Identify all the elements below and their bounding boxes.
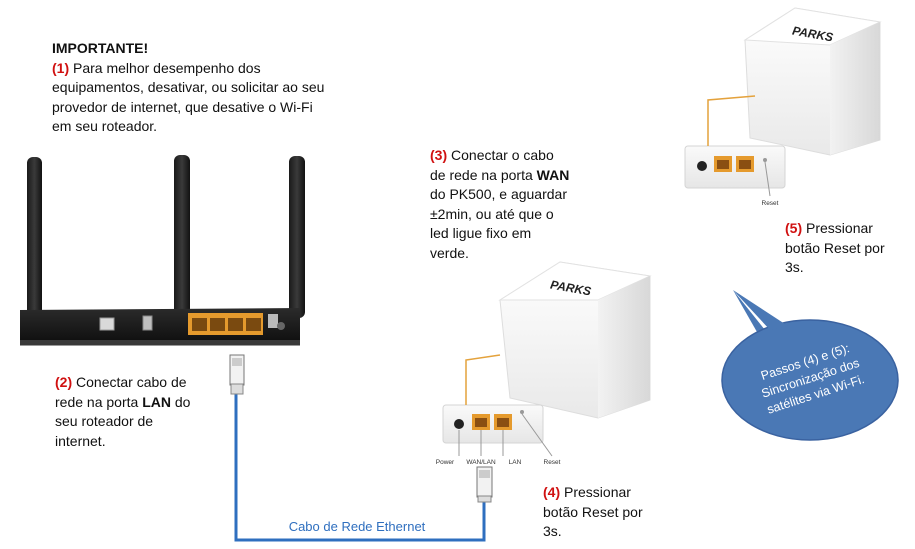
pk500-device-main: PARKS (498, 261, 652, 419)
ethernet-cable (229, 354, 493, 542)
sync-callout: Passos (4) e (5): Sincronização dos saté… (721, 290, 899, 441)
step4-text: (4) Pressionar botão Reset por 3s. (543, 483, 658, 542)
step2-pre: Conectar cabo de rede na porta (55, 374, 187, 410)
pk500-device-satellite: PARKS (743, 7, 882, 156)
pk500-main-back-panel (442, 354, 553, 457)
step2-text: (2) Conectar cabo de rede na porta LAN d… (55, 373, 205, 451)
cable-label: Cabo de Rede Ethernet (289, 519, 426, 534)
label-reset-satellite: Reset (762, 200, 779, 207)
router-phone-port (99, 317, 115, 331)
router-antenna-middle (174, 155, 190, 317)
router-image (20, 155, 305, 346)
router-usb-port (142, 315, 153, 331)
step5-text: (5) Pressionar botão Reset por 3s. (785, 219, 905, 278)
important-note: IMPORTANTE! (1) Para melhor desempenho d… (52, 39, 327, 137)
router-antenna-left (27, 157, 42, 317)
step1-number: (1) (52, 59, 70, 76)
step5-number: (5) (785, 220, 803, 236)
main-power-jack (454, 419, 464, 429)
pk500-satellite-back-panel (684, 95, 786, 197)
satellite-power-jack (697, 161, 707, 171)
step4-body: Pressionar botão Reset por 3s. (543, 484, 643, 539)
step4-number: (4) (543, 484, 561, 500)
satellite-reset-button (763, 158, 767, 162)
step3-number: (3) (430, 147, 448, 163)
label-lan: LAN (509, 459, 522, 466)
router-power-jack (277, 322, 285, 330)
step1-text: (1) Para melhor desempenho dos equipamen… (52, 59, 327, 137)
step2-post: do seu roteador de internet. (55, 393, 191, 449)
step3-pre: Conectar o cabo de rede na porta (430, 147, 554, 183)
router-wan-port (268, 314, 278, 328)
step2-bold: LAN (142, 393, 171, 410)
label-wanlan: WAN/LAN (466, 459, 496, 466)
router-antenna-right (289, 156, 305, 318)
step2-number: (2) (55, 374, 73, 390)
step3-text: (3) Conectar o cabo de rede na porta WAN… (430, 146, 570, 263)
step5-body: Pressionar botão Reset por 3s. (785, 220, 885, 275)
label-power: Power (436, 459, 455, 466)
important-title: IMPORTANTE! (52, 40, 149, 56)
main-reset-button (520, 410, 524, 414)
step3-bold: WAN (536, 166, 570, 183)
step1-body: Para melhor desempenho dos equipamentos,… (52, 59, 325, 135)
label-reset-main: Reset (544, 459, 561, 466)
step3-post: do PK500, e aguardar ±2min, ou até que o… (430, 186, 567, 261)
